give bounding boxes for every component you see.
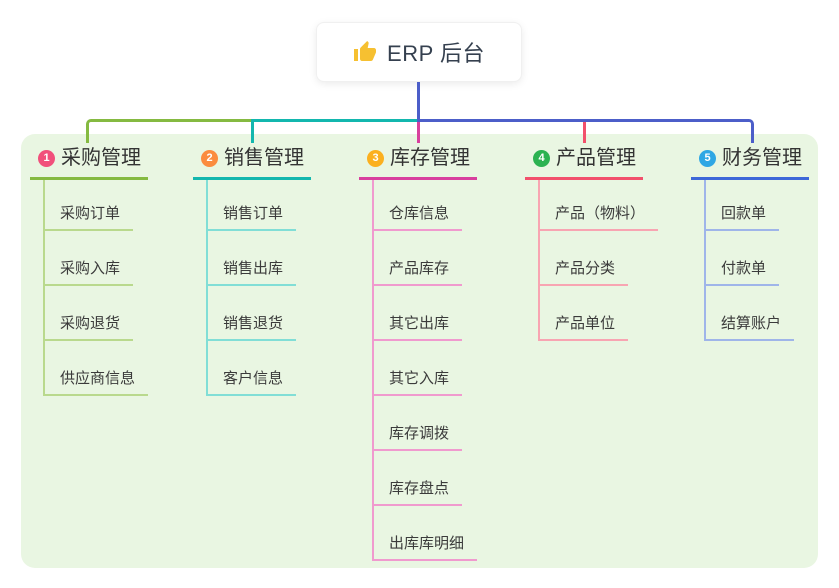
mindmap-item[interactable]: 产品分类 <box>540 231 643 286</box>
root-node[interactable]: ERP 后台 <box>316 22 522 82</box>
thumbs-up-icon <box>353 40 377 64</box>
mindmap-item[interactable]: 库存盘点 <box>374 451 477 506</box>
branch-header[interactable]: 5 财务管理 <box>691 146 809 180</box>
mindmap-item[interactable]: 回款单 <box>706 180 809 231</box>
mindmap-branch: 5 财务管理 回款单付款单结算账户 <box>691 146 809 341</box>
branch-title: 库存管理 <box>390 147 470 169</box>
mindmap-item[interactable]: 客户信息 <box>208 341 311 396</box>
item-label: 其它入库 <box>374 369 463 396</box>
mindmap-item[interactable]: 产品库存 <box>374 231 477 286</box>
item-label: 付款单 <box>706 259 780 286</box>
mindmap-item[interactable]: 供应商信息 <box>45 341 149 396</box>
branch-header[interactable]: 2 销售管理 <box>193 146 311 180</box>
mindmap-item[interactable]: 采购订单 <box>45 180 148 231</box>
item-label: 供应商信息 <box>45 369 149 396</box>
mindmap-panel <box>21 134 818 568</box>
item-label: 产品分类 <box>540 259 629 286</box>
connector-segment-mid <box>251 119 418 122</box>
branch-item-list: 采购订单采购入库采购退货供应商信息 <box>43 180 149 396</box>
root-title: ERP 后台 <box>387 41 485 66</box>
branch-title: 产品管理 <box>556 147 636 169</box>
item-label: 采购订单 <box>45 204 134 231</box>
connector-root-stem <box>417 82 420 120</box>
item-label: 库存调拨 <box>374 424 463 451</box>
mindmap-branch: 3 库存管理 仓库信息产品库存其它出库其它入库库存调拨库存盘点出库库明细 <box>359 146 478 561</box>
branch-number-badge: 1 <box>38 149 55 167</box>
mindmap-item[interactable]: 产品（物料） <box>540 180 659 231</box>
branch-item-list: 销售订单销售出库销售退货客户信息 <box>206 180 311 396</box>
branch-title: 采购管理 <box>61 147 141 169</box>
mindmap-item[interactable]: 结算账户 <box>706 286 809 341</box>
thumbs-up-svg <box>354 41 377 61</box>
branch-item-list: 产品（物料） 产品分类产品单位 <box>538 180 659 341</box>
mindmap-item[interactable]: 其它入库 <box>374 341 477 396</box>
item-label: 产品库存 <box>374 259 463 286</box>
item-label: 库存盘点 <box>374 479 463 506</box>
mindmap-item[interactable]: 库存调拨 <box>374 396 477 451</box>
item-label: 销售出库 <box>208 259 297 286</box>
mindmap-item[interactable]: 采购入库 <box>45 231 148 286</box>
item-label: 产品（物料） <box>540 204 659 231</box>
branch-item-list: 仓库信息产品库存其它出库其它入库库存调拨库存盘点出库库明细 <box>372 180 478 561</box>
mindmap-item[interactable]: 销售订单 <box>208 180 311 231</box>
branch-number-badge: 2 <box>201 149 218 167</box>
item-label: 其它出库 <box>374 314 463 341</box>
item-label: 销售订单 <box>208 204 297 231</box>
item-label: 采购入库 <box>45 259 134 286</box>
mindmap-item[interactable]: 其它出库 <box>374 286 477 341</box>
mindmap-item[interactable]: 产品单位 <box>540 286 643 341</box>
branch-number-badge: 4 <box>533 149 550 167</box>
item-label: 销售退货 <box>208 314 297 341</box>
item-label: 采购退货 <box>45 314 134 341</box>
branch-number-badge: 3 <box>367 149 384 167</box>
mindmap-item[interactable]: 销售退货 <box>208 286 311 341</box>
item-label: 仓库信息 <box>374 204 463 231</box>
item-label: 出库库明细 <box>374 534 478 561</box>
branch-header[interactable]: 1 采购管理 <box>30 146 148 180</box>
branch-number-badge: 5 <box>699 149 716 167</box>
mindmap-item[interactable]: 销售出库 <box>208 231 311 286</box>
branch-header[interactable]: 3 库存管理 <box>359 146 477 180</box>
branch-header[interactable]: 4 产品管理 <box>525 146 643 180</box>
mindmap-branch: 1 采购管理 采购订单采购入库采购退货供应商信息 <box>30 146 149 396</box>
mindmap-item[interactable]: 付款单 <box>706 231 809 286</box>
mindmap-item[interactable]: 出库库明细 <box>374 506 478 561</box>
item-label: 产品单位 <box>540 314 629 341</box>
mindmap-branch: 4 产品管理 产品（物料） 产品分类产品单位 <box>525 146 659 341</box>
mindmap-item[interactable]: 采购退货 <box>45 286 148 341</box>
branch-item-list: 回款单付款单结算账户 <box>704 180 809 341</box>
item-label: 结算账户 <box>706 314 795 341</box>
item-label: 回款单 <box>706 204 780 231</box>
mindmap-item[interactable]: 仓库信息 <box>374 180 477 231</box>
branch-title: 财务管理 <box>722 147 802 169</box>
item-label: 客户信息 <box>208 369 297 396</box>
mindmap-branch: 2 销售管理 销售订单销售出库销售退货客户信息 <box>193 146 311 396</box>
branch-title: 销售管理 <box>224 147 304 169</box>
